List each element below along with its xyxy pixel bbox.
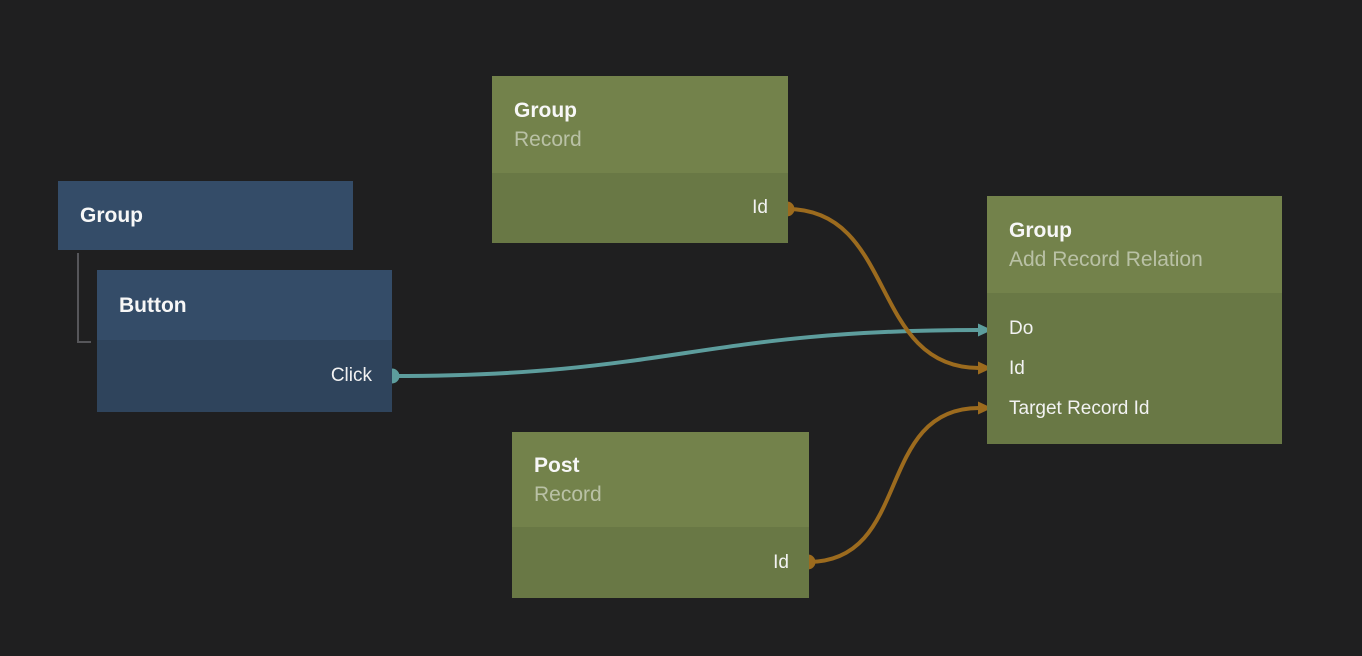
- node-button-element-header: Button: [97, 270, 392, 340]
- node-group-element[interactable]: Group: [58, 181, 353, 250]
- wire-postrecord-id-to-targetrecordid[interactable]: [806, 406, 981, 564]
- wire-click-to-do[interactable]: [390, 328, 981, 378]
- wire-grouprecord-id-to-id[interactable]: [785, 207, 981, 370]
- node-subtitle: Record: [534, 482, 602, 506]
- node-title: Post: [534, 453, 580, 477]
- port-output-click[interactable]: Click: [330, 365, 372, 386]
- node-group-add-record-relation-header: Group Add Record Relation: [987, 196, 1282, 293]
- port-input-do-label: Do: [1009, 318, 1034, 339]
- node-group-add-record-relation-body: Do Id Target Record Id: [987, 293, 1282, 444]
- node-post-record[interactable]: Post Record Id: [512, 432, 809, 598]
- node-button-element-body: Click: [97, 340, 392, 412]
- port-input-id[interactable]: Id: [1009, 349, 1282, 389]
- port-input-id-label: Id: [1009, 358, 1025, 379]
- node-post-record-body: Id: [512, 527, 809, 598]
- node-group-record[interactable]: Group Record Id: [492, 76, 788, 243]
- node-subtitle: Record: [514, 127, 582, 151]
- node-subtitle: Add Record Relation: [1009, 247, 1203, 271]
- node-group-record-body: Id: [492, 173, 788, 243]
- node-title: Button: [119, 293, 187, 317]
- port-input-do[interactable]: Do: [1009, 309, 1282, 349]
- port-output-id[interactable]: Id: [752, 197, 768, 218]
- node-title: Group: [514, 98, 577, 122]
- node-group-add-record-relation[interactable]: Group Add Record Relation Do Id Target R…: [987, 196, 1282, 444]
- node-button-element[interactable]: Button Click: [97, 270, 392, 412]
- node-title: Group: [80, 204, 143, 227]
- node-group-element-header: Group: [58, 181, 353, 250]
- node-group-record-header: Group Record: [492, 76, 788, 173]
- node-title: Group: [1009, 218, 1072, 242]
- node-post-record-header: Post Record: [512, 432, 809, 527]
- port-output-id[interactable]: Id: [773, 551, 789, 573]
- port-input-target-record-id-label: Target Record Id: [1009, 398, 1150, 419]
- tree-connector-line: [77, 253, 91, 343]
- port-input-target-record-id[interactable]: Target Record Id: [1009, 389, 1282, 429]
- inputs-list: Do Id Target Record Id: [987, 293, 1282, 429]
